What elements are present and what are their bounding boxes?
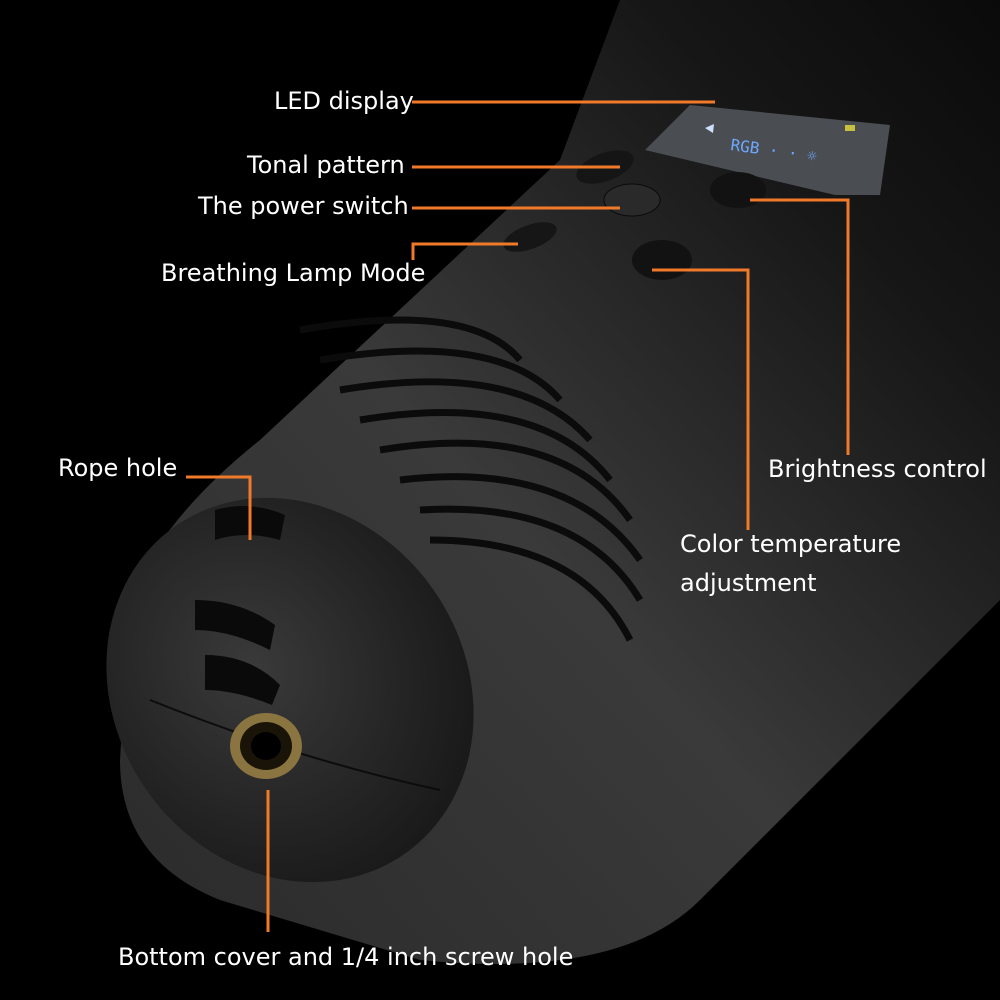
label-color-temperature-2: adjustment	[680, 569, 817, 597]
callout-lines	[186, 100, 850, 932]
ribbed-grip	[299, 316, 644, 642]
label-rope-hole: Rope hole	[58, 454, 178, 482]
device-body: RGB · · ☼	[106, 0, 1000, 964]
screw-hole	[230, 713, 302, 779]
label-led-display: LED display	[274, 87, 414, 115]
label-brightness-control: Brightness control	[768, 455, 987, 483]
label-power-switch: The power switch	[198, 192, 409, 220]
led-display-screen: RGB · · ☼	[645, 105, 890, 195]
label-color-temperature: Color temperature	[680, 530, 902, 558]
label-breathing-lamp-mode: Breathing Lamp Mode	[161, 259, 426, 287]
label-tonal-pattern: Tonal pattern	[247, 151, 405, 179]
label-bottom-cover: Bottom cover and 1/4 inch screw hole	[118, 943, 574, 971]
